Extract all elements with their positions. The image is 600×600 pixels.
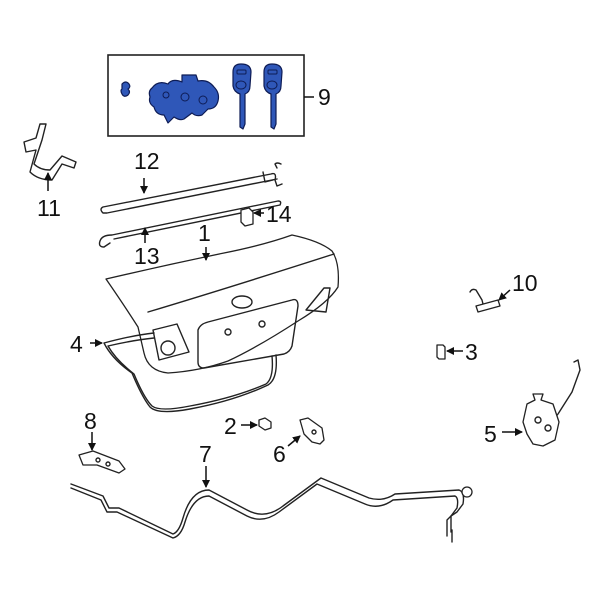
callout-5: 5 [484,421,497,447]
callout-13: 13 [134,243,160,269]
part-4-weatherstrip[interactable] [90,332,278,413]
callout-11: 11 [37,195,61,221]
part-6-hinge-bracket[interactable] [287,417,325,447]
part-5-lock-actuator[interactable] [502,359,581,447]
callout-4: 4 [70,331,83,357]
part-1-trunk-lid[interactable] [105,234,340,374]
part-11-hinge[interactable] [23,123,77,191]
part-9-lock-set[interactable] [107,54,314,137]
callout-3: 3 [465,339,478,365]
part-8-release-bracket[interactable] [78,432,126,474]
part-7-release-cable[interactable] [70,466,473,543]
part-12-torsion-bar[interactable] [100,162,283,214]
callout-6: 6 [273,441,286,467]
callout-12: 12 [134,148,160,174]
callout-1: 1 [198,220,211,246]
callout-8: 8 [84,408,97,434]
callout-9: 9 [318,84,331,110]
part-2-nut[interactable] [241,417,272,431]
callout-14: 14 [266,201,292,227]
part-10-opener-switch[interactable] [469,288,511,313]
part-13-torsion-bar[interactable] [98,200,282,248]
callout-7: 7 [199,441,212,467]
part-3-clip[interactable] [436,344,463,360]
callout-2: 2 [224,413,237,439]
part-14-bumper[interactable] [240,207,264,227]
callout-10: 10 [512,270,538,296]
